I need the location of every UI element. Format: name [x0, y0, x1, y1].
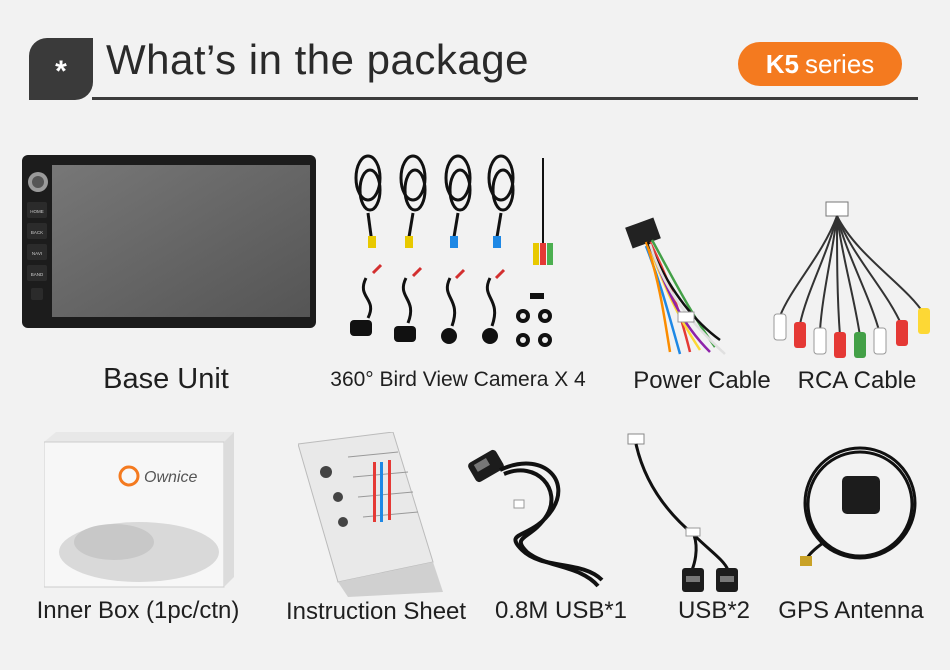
base-unit-btn-band: BAND — [31, 272, 44, 277]
label-usb-cable: 0.8M USB*1 — [494, 597, 628, 624]
series-name: K5 — [765, 48, 799, 79]
label-base-unit: Base Unit — [103, 363, 229, 395]
camera-set-image — [350, 154, 553, 347]
label-power-cable: Power Cable — [633, 367, 771, 394]
header-badge: * — [29, 38, 93, 100]
series-badge: K5 series — [738, 42, 902, 86]
base-unit-image: HOME BACK NAVI BAND — [22, 155, 316, 328]
label-gps: GPS Antenna — [778, 597, 924, 624]
base-unit-btn-navi: NAVI — [32, 251, 42, 256]
label-camera: 360° Bird View Camera X 4 — [330, 368, 586, 391]
gps-antenna-image — [800, 446, 917, 566]
series-suffix: series — [804, 48, 875, 79]
usb-cable-image — [468, 449, 604, 588]
label-rca-cable: RCA Cable — [797, 367, 917, 394]
box-brand-text: Ownice — [144, 469, 197, 486]
label-usb-dual: USB*2 — [677, 597, 751, 624]
label-inner-box: Inner Box (1pc/ctn) — [36, 597, 240, 624]
instruction-sheet-image — [298, 432, 443, 597]
page-title: What’s in the package — [106, 36, 529, 83]
power-cable-image — [625, 217, 726, 355]
inner-box-image: Ownice — [44, 432, 234, 588]
base-unit-btn-home: HOME — [30, 209, 44, 214]
rca-cable-image — [773, 201, 930, 358]
title-underline — [92, 97, 918, 100]
usb-dual-image — [627, 433, 738, 592]
label-instruction-sheet: Instruction Sheet — [285, 598, 467, 625]
asterisk-icon: * — [55, 55, 67, 88]
package-header: * What’s in the package K5 series — [0, 0, 950, 110]
base-unit-btn-back: BACK — [31, 230, 43, 235]
